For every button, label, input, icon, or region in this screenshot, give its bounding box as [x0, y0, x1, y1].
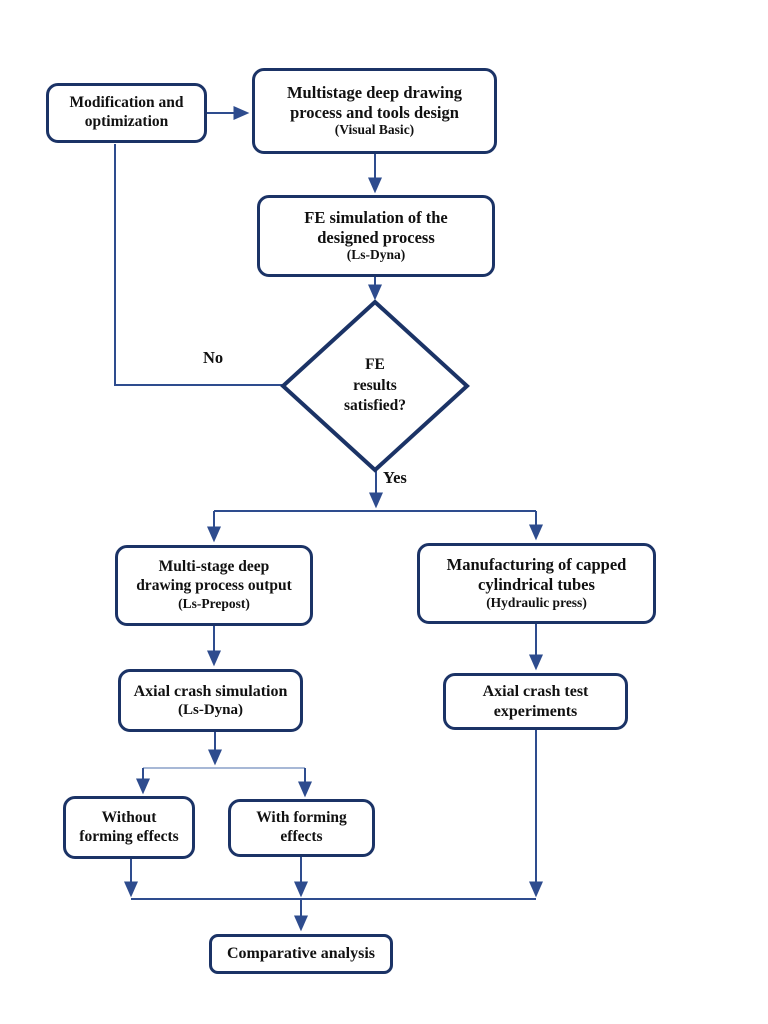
node-fe-simulation: FE simulation of the designed process (L…: [257, 195, 495, 277]
node-with-forming: With forming effects: [228, 799, 375, 857]
node-sublabel: (Visual Basic): [334, 122, 415, 138]
node-label: drawing process output: [136, 577, 292, 595]
node-label: designed process: [317, 227, 435, 247]
edge-label-no: No: [203, 348, 224, 367]
node-sublabel: (Ls-Prepost): [178, 595, 250, 611]
node-label: Multi-stage deep: [158, 558, 270, 576]
node-comparative-analysis: Comparative analysis: [209, 934, 393, 974]
node-label: experiments: [493, 702, 578, 720]
node-sublabel: (Ls-Dyna): [346, 247, 406, 263]
node-label: Without: [101, 808, 157, 826]
node-label: FE simulation of the: [304, 207, 448, 227]
node-label: process and tools design: [290, 102, 459, 122]
node-decision-label: FE results satisfied?: [283, 302, 467, 470]
node-without-forming: Without forming effects: [63, 796, 195, 859]
node-label: Multistage deep drawing: [286, 82, 463, 102]
node-label: Modification and: [69, 94, 184, 112]
node-label: results: [353, 376, 397, 394]
node-label: forming effects: [79, 827, 179, 845]
node-label: Manufacturing of capped: [446, 555, 627, 575]
node-label: FE: [365, 355, 385, 373]
node-sublabel: (Hydraulic press): [486, 594, 587, 610]
node-modification: Modification and optimization: [46, 83, 207, 143]
node-label: satisfied?: [344, 397, 406, 415]
node-label: effects: [280, 828, 323, 845]
node-ms-output: Multi-stage deep drawing process output …: [115, 545, 313, 626]
node-axial-crash-test: Axial crash test experiments: [443, 673, 628, 730]
node-label: optimization: [84, 113, 169, 130]
edge-label-yes: Yes: [383, 468, 407, 487]
node-label: cylindrical tubes: [478, 575, 595, 595]
node-label: Axial crash test: [482, 683, 589, 701]
line-no-feedback: [114, 144, 283, 386]
node-label: Comparative analysis: [227, 945, 375, 963]
node-manufacturing: Manufacturing of capped cylindrical tube…: [417, 543, 656, 624]
node-sublabel: (Ls-Dyna): [177, 701, 243, 718]
node-multistage-design: Multistage deep drawing process and tool…: [252, 68, 497, 154]
node-label: Axial crash simulation: [133, 682, 288, 700]
node-axial-crash-simulation: Axial crash simulation (Ls-Dyna): [118, 669, 303, 732]
decision-diamond: [280, 299, 470, 473]
node-label: With forming: [256, 809, 347, 827]
